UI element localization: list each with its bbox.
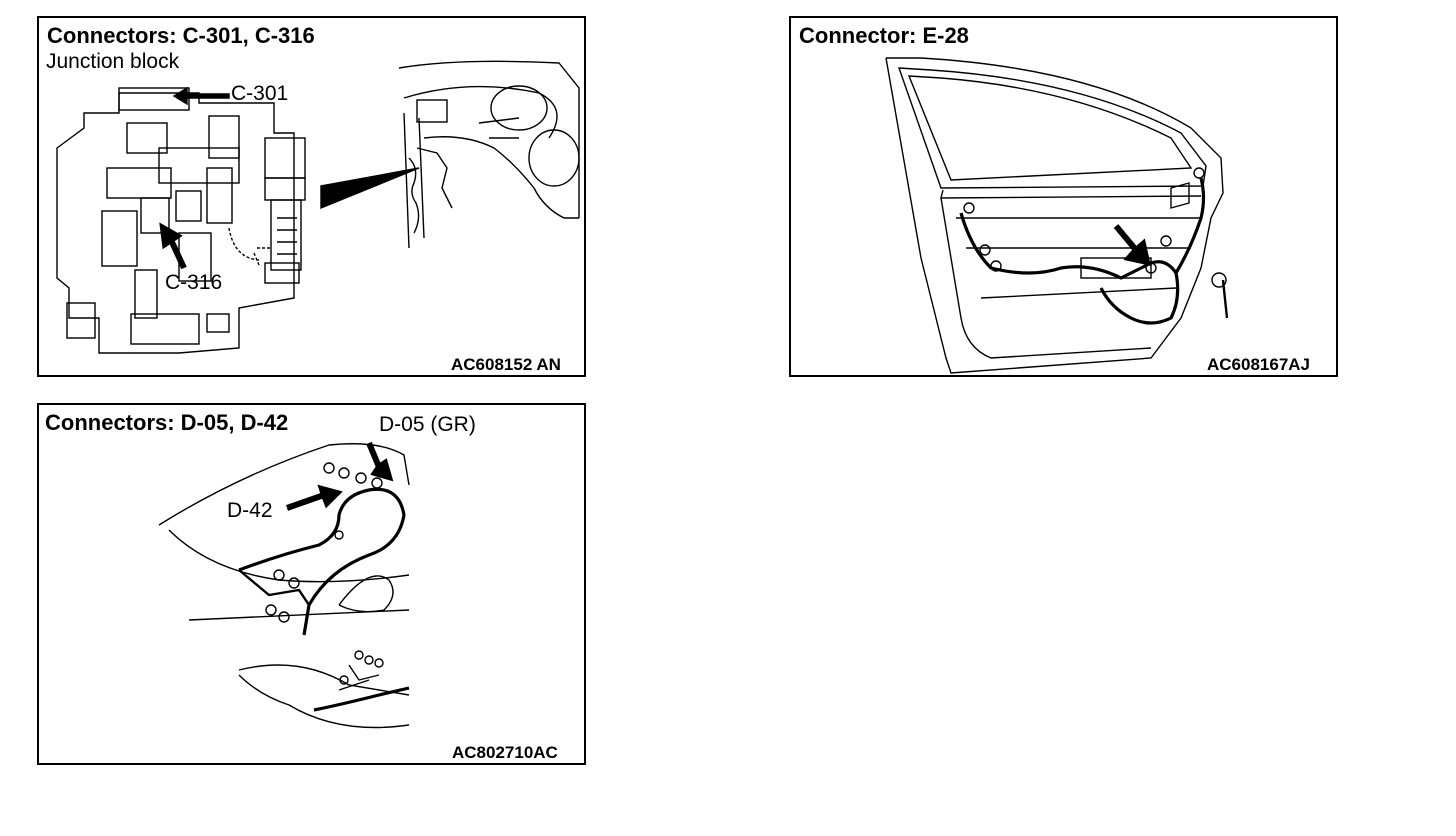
- rear-harness-illustration: [158, 441, 410, 729]
- panel-junction-block: Connectors: C-301, C-316 Junction block …: [37, 16, 586, 377]
- callout-label: C-301: [231, 82, 289, 105]
- figure-code: AC608152 AN: [451, 355, 561, 374]
- callout-label: D-42: [227, 499, 273, 522]
- junction-block-illustration: [56, 60, 580, 354]
- panel-subtitle: Junction block: [46, 50, 180, 73]
- callout-label: C-316: [165, 271, 223, 294]
- panel-title: Connectors: C-301, C-316: [47, 23, 315, 48]
- panel-door: Connector: E-28 AC608167AJ: [789, 16, 1338, 377]
- figure-code: AC608167AJ: [1207, 355, 1311, 374]
- callout-label: D-05 (GR): [379, 413, 476, 436]
- door-illustration: [885, 57, 1229, 374]
- panel-rear-harness: Connectors: D-05, D-42 D-05 (GR) D-42 AC…: [37, 403, 586, 765]
- figure-code: AC802710AC: [452, 743, 558, 762]
- panel-title: Connectors: D-05, D-42: [45, 410, 289, 435]
- panel-title: Connector: E-28: [799, 23, 969, 48]
